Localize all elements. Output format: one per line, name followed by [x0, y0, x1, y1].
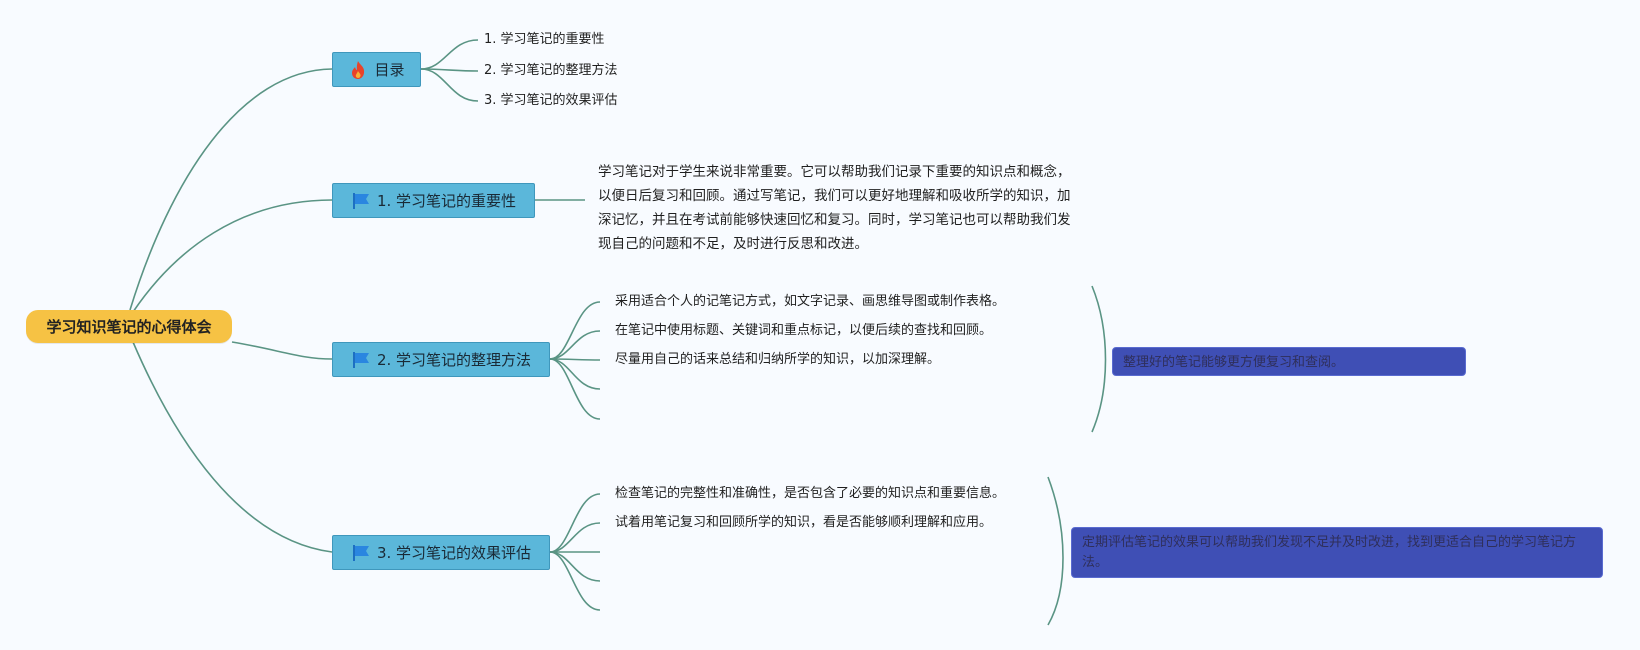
link-s2-item-1 [549, 301, 601, 360]
section3-summary[interactable]: 定期评估笔记的效果可以帮助我们发现不足并及时改进，找到更适合自己的学习笔记方法。 [1071, 527, 1603, 578]
link-s2-item-4 [549, 358, 601, 390]
flag-icon [351, 543, 371, 563]
topic-section3[interactable]: 3. 学习笔记的效果评估 [332, 535, 550, 570]
paragraph-line: 深记忆，并且在考试前能够快速回忆和复习。同时，学习笔记也可以帮助我们发 [598, 212, 1071, 228]
paragraph-line: 现自己的问题和不足，及时进行反思和改进。 [598, 236, 868, 252]
link-s3-item-5 [549, 551, 601, 611]
fire-icon [348, 60, 368, 80]
summary-brace-section2 [1091, 285, 1107, 433]
topic-toc[interactable]: 目录 [332, 52, 421, 87]
topic-section2-label: 2. 学习笔记的整理方法 [376, 351, 532, 369]
flag-icon [351, 350, 371, 370]
topic-section1[interactable]: 1. 学习笔记的重要性 [332, 183, 535, 218]
link-root-section2 [231, 341, 333, 360]
link-toc-item-1 [420, 39, 479, 70]
link-root-section1 [132, 199, 333, 313]
topic-section1-label: 1. 学习笔记的重要性 [376, 192, 517, 210]
section3-item-2[interactable]: 试着用笔记复习和回顾所学的知识，看是否能够顺利理解和应用。 [615, 515, 993, 530]
section2-summary[interactable]: 整理好的笔记能够更方便复习和查阅。 [1112, 347, 1466, 376]
root-topic[interactable]: 学习知识笔记的心得体会 [26, 310, 232, 343]
summary-brace-section3 [1047, 476, 1064, 626]
section3-summary-text: 定期评估笔记的效果可以帮助我们发现不足并及时改进，找到更适合自己的学习笔记方法。 [1082, 535, 1577, 570]
link-s3-item-1 [549, 493, 601, 553]
link-root-section3 [132, 341, 333, 553]
paragraph-line: 以便日后复习和回顾。通过写笔记，我们可以更好地理解和吸收所学的知识，加 [598, 188, 1071, 204]
section2-item-2[interactable]: 在笔记中使用标题、关键词和重点标记，以便后续的查找和回顾。 [615, 323, 993, 338]
section2-item-3[interactable]: 尽量用自己的话来总结和归纳所学的知识，以加深理解。 [615, 352, 941, 367]
flag-icon [351, 191, 371, 211]
root-topic-label: 学习知识笔记的心得体会 [46, 318, 212, 336]
section2-summary-text: 整理好的笔记能够更方便复习和查阅。 [1123, 355, 1345, 370]
section2-item-1[interactable]: 采用适合个人的记笔记方式，如文字记录、画思维导图或制作表格。 [615, 294, 1006, 309]
section1-paragraph: 学习笔记对于学生来说非常重要。它可以帮助我们记录下重要的知识点和概念， 以便日后… [598, 160, 1098, 256]
paragraph-line: 学习笔记对于学生来说非常重要。它可以帮助我们记录下重要的知识点和概念， [598, 164, 1071, 180]
toc-item-2[interactable]: 2. 学习笔记的整理方法 [484, 63, 618, 78]
topic-section3-label: 3. 学习笔记的效果评估 [376, 544, 532, 562]
link-root-toc [129, 68, 333, 311]
link-s2-item-5 [549, 358, 601, 420]
toc-item-1[interactable]: 1. 学习笔记的重要性 [484, 32, 605, 47]
topic-toc-label: 目录 [374, 61, 405, 79]
link-toc-item-3 [420, 68, 479, 102]
link-s3-item-2 [549, 522, 601, 553]
link-s3-item-4 [549, 551, 601, 582]
topic-section2[interactable]: 2. 学习笔记的整理方法 [332, 342, 550, 377]
section3-item-1[interactable]: 检查笔记的完整性和准确性，是否包含了必要的知识点和重要信息。 [615, 486, 1006, 501]
link-s2-item-2 [549, 330, 601, 360]
toc-item-3[interactable]: 3. 学习笔记的效果评估 [484, 93, 618, 108]
